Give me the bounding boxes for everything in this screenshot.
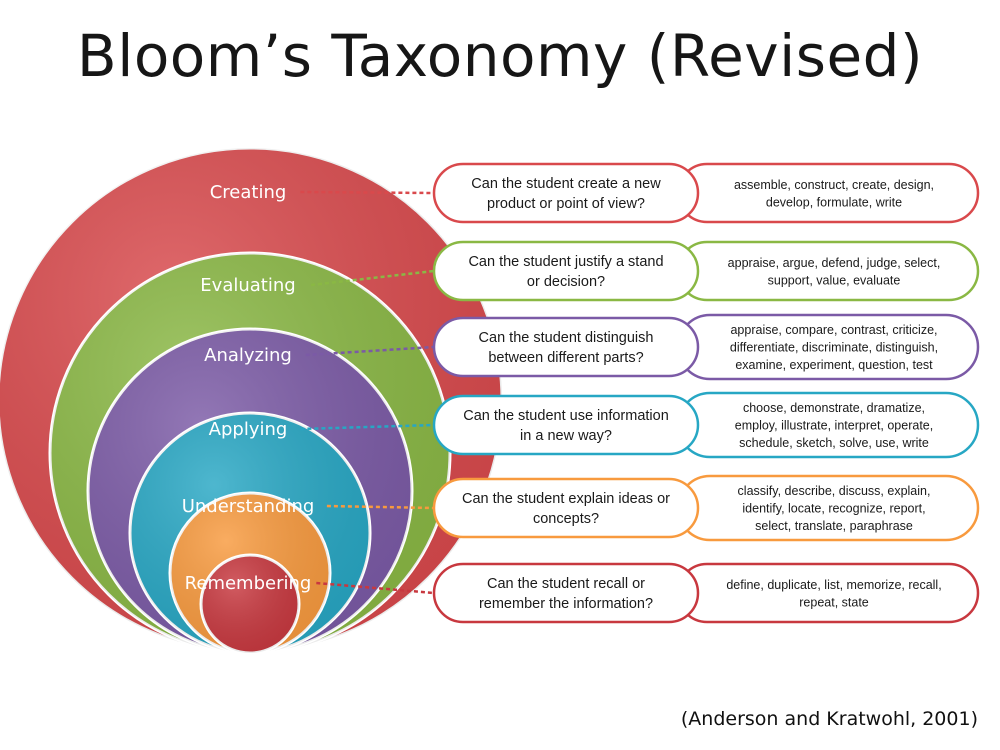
connector-remembering [316, 581, 435, 595]
question-line-analyzing: between different parts? [488, 350, 643, 366]
circle-remembering [199, 553, 301, 655]
verbs-line-evaluating: appraise, argue, defend, judge, select, [728, 256, 941, 270]
question-box-applying [432, 394, 700, 456]
question-line-analyzing: Can the student distinguish [479, 330, 654, 346]
question-line-remembering: Can the student recall or [487, 576, 645, 592]
question-line-applying: in a new way? [520, 428, 612, 444]
level-label-understanding: Understanding [182, 496, 315, 517]
question-line-applying: Can the student use information [463, 408, 669, 424]
verbs-line-understanding: classify, describe, discuss, explain, [738, 484, 931, 498]
verbs-line-analyzing: examine, experiment, question, test [735, 358, 933, 372]
verbs-line-understanding: select, translate, paraphrase [755, 519, 913, 533]
verbs-line-remembering: define, duplicate, list, memorize, recal… [726, 578, 941, 592]
verbs-line-applying: schedule, sketch, solve, use, write [739, 436, 929, 450]
question-line-creating: product or point of view? [487, 196, 645, 212]
connector-creating [300, 190, 435, 195]
connector-understanding [326, 504, 435, 510]
question-line-understanding: concepts? [533, 511, 599, 527]
question-line-creating: Can the student create a new [471, 176, 661, 192]
nested-circles: CreatingEvaluatingAnalyzingApplyingUnder… [0, 146, 504, 655]
question-box-evaluating [432, 240, 700, 302]
question-box-analyzing [432, 316, 700, 378]
verbs-box-evaluating [676, 240, 980, 302]
level-label-applying: Applying [209, 419, 288, 440]
connector-applying [300, 423, 435, 431]
page-title: Bloom’s Taxonomy (Revised) [76, 22, 924, 90]
question-line-evaluating: Can the student justify a stand [468, 254, 663, 270]
level-label-analyzing: Analyzing [204, 345, 292, 366]
question-line-understanding: Can the student explain ideas or [462, 491, 670, 507]
verbs-box-remembering [676, 562, 980, 624]
citation: (Anderson and Kratwohl, 2001) [680, 708, 978, 730]
verbs-line-evaluating: support, value, evaluate [768, 273, 901, 287]
verbs-line-creating: develop, formulate, write [766, 195, 902, 209]
verbs-line-remembering: repeat, state [799, 595, 869, 609]
level-label-creating: Creating [210, 182, 287, 203]
verbs-box-creating [676, 162, 980, 224]
question-line-evaluating: or decision? [527, 274, 605, 290]
level-label-evaluating: Evaluating [200, 275, 295, 296]
question-and-verb-boxes: assemble, construct, create, design, deve… [432, 162, 980, 624]
verbs-line-analyzing: differentiate, discriminate, distinguish… [730, 341, 938, 355]
verbs-line-applying: employ, illustrate, interpret, operate, [735, 419, 933, 433]
verbs-line-applying: choose, demonstrate, dramatize, [743, 401, 925, 415]
question-box-understanding [432, 477, 700, 539]
question-line-remembering: remember the information? [479, 596, 653, 612]
verbs-line-creating: assemble, construct, create, design, [734, 178, 934, 192]
question-box-creating [432, 162, 700, 224]
level-label-remembering: Remembering [185, 573, 312, 594]
connector-lines [300, 190, 435, 595]
connector-analyzing [305, 345, 435, 357]
verbs-line-analyzing: appraise, compare, contrast, criticize, [730, 323, 937, 337]
question-box-remembering [432, 562, 700, 624]
verbs-line-understanding: identify, locate, recognize, report, [742, 502, 925, 516]
